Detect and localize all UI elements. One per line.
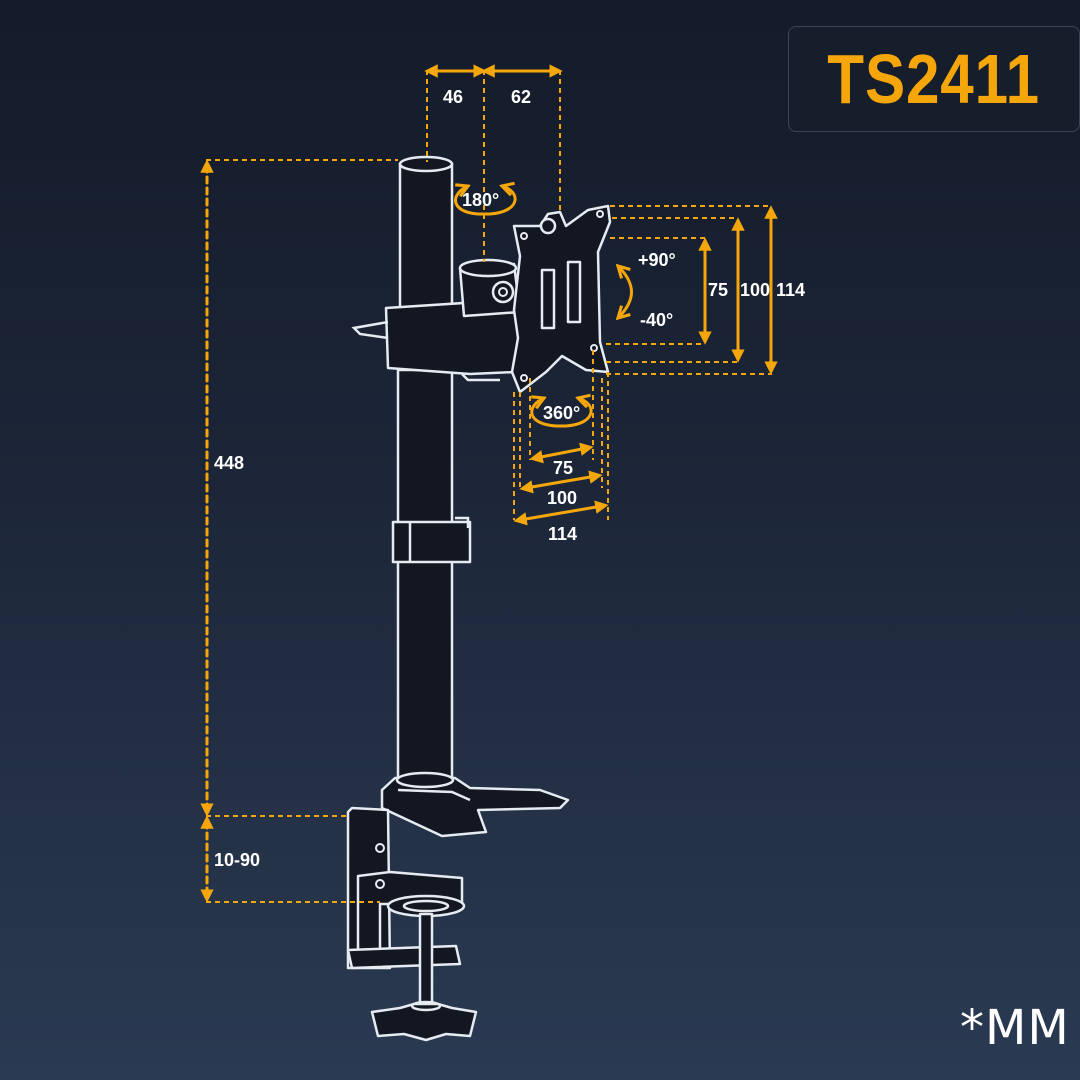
- tilt-arrow-icon: [618, 266, 633, 318]
- label-v114: 114: [776, 280, 805, 300]
- pole-upper: [398, 162, 454, 312]
- dim-arrow-h100: [519, 470, 603, 494]
- label-448: 448: [214, 453, 244, 473]
- units-note: *MM: [960, 1000, 1070, 1056]
- height-collar: [391, 520, 472, 564]
- label-h100: 100: [547, 488, 577, 508]
- label-tilt-down: -40°: [640, 310, 673, 330]
- label-62: 62: [511, 87, 531, 107]
- dimension-lines: [200, 64, 778, 903]
- swivel-arrow-icon: [454, 186, 517, 216]
- label-h114: 114: [548, 524, 577, 544]
- model-number: TS2411: [827, 40, 1041, 118]
- label-10-90: 10-90: [214, 850, 260, 870]
- dim-arrow-h114: [513, 500, 609, 526]
- label-rotate: 360°: [543, 403, 580, 423]
- rotation-indicators: [454, 186, 633, 428]
- label-tilt-up: +90°: [638, 250, 676, 270]
- dim-arrow-h75: [529, 442, 594, 464]
- label-v100: 100: [740, 280, 770, 300]
- label-swivel: 180°: [462, 190, 499, 210]
- rotate-arrow-icon: [530, 398, 593, 428]
- label-46: 46: [443, 87, 463, 107]
- dimension-labels: 46 62 448 10-90 75 100 114 75 100 114 18…: [214, 87, 805, 870]
- label-h75: 75: [553, 458, 573, 478]
- vesa-plate: [510, 204, 612, 394]
- monitor-arm: [346, 155, 612, 1042]
- pole-lower: [396, 368, 454, 792]
- label-v75: 75: [708, 280, 728, 300]
- model-badge: TS2411: [788, 26, 1080, 132]
